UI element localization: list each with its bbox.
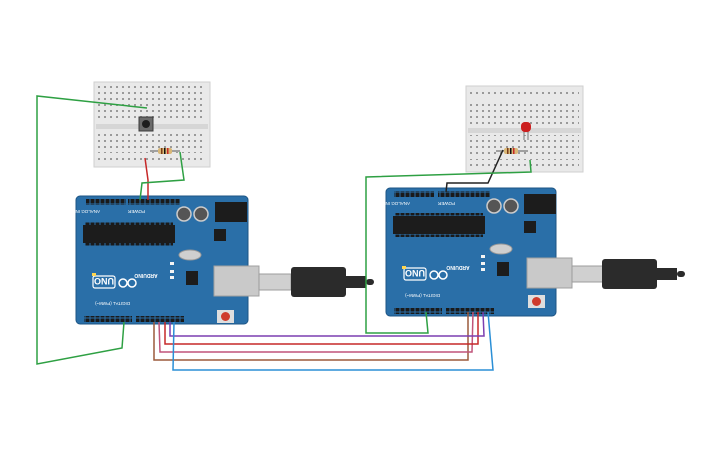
crystal <box>489 243 513 255</box>
chip-pins-bottom <box>85 243 173 246</box>
led-body <box>521 122 531 132</box>
power-label: POWER <box>437 201 455 206</box>
arduino-infinity-icon <box>429 270 448 280</box>
reset-button[interactable] <box>532 297 541 306</box>
resistor-right[interactable] <box>496 148 528 154</box>
digital-header-high <box>136 316 184 322</box>
rx-led <box>481 268 485 271</box>
l-led <box>481 255 485 258</box>
right-breadboard[interactable] <box>465 85 584 173</box>
analog-header <box>86 199 126 205</box>
rx-led <box>170 276 174 279</box>
usb-cable-left[interactable] <box>258 267 374 297</box>
power-header <box>438 191 490 197</box>
left-breadboard[interactable] <box>93 81 211 168</box>
resistor-left[interactable] <box>150 148 180 154</box>
power-jack <box>524 194 556 214</box>
resistor-band <box>510 148 512 154</box>
power-label: POWER <box>127 209 145 214</box>
power-jack <box>215 202 247 222</box>
breadboard-rail-top <box>470 90 579 98</box>
usb-port <box>526 257 573 289</box>
arduino-brand: ARDUINO <box>134 272 157 278</box>
atmega-chip <box>393 216 485 234</box>
voltage-regulator <box>524 221 536 233</box>
pushbutton[interactable] <box>138 116 154 132</box>
pushbutton-cap <box>142 120 150 128</box>
uno-logo: UNO <box>94 276 114 286</box>
capacitor <box>503 198 519 214</box>
usb-strain-relief <box>657 268 677 280</box>
chip-pins-top <box>85 222 173 225</box>
wires <box>36 95 532 371</box>
breadboard-holes-bottom <box>98 131 206 153</box>
tx-led <box>481 262 485 265</box>
analog-header <box>394 191 434 197</box>
digital-label: DIGITAL (PWM~) <box>95 301 130 306</box>
arduino-brand: ARDUINO <box>446 264 469 270</box>
resistor-band <box>167 148 169 154</box>
wire-green-button[interactable] <box>36 95 148 365</box>
arduino-uno-left[interactable]: ANALOG IN POWER UNO ARDUINO <box>75 195 260 325</box>
usb-cable-right[interactable] <box>571 259 685 289</box>
chip-pins-top <box>395 213 483 216</box>
capacitor <box>193 206 209 222</box>
wire-red[interactable] <box>164 312 479 345</box>
digital-header-low <box>394 308 442 314</box>
resistor-band <box>507 148 509 154</box>
usb-port <box>213 265 260 297</box>
usb-strain-relief <box>346 276 366 288</box>
crystal <box>178 249 202 261</box>
arduino-infinity-icon <box>118 278 137 288</box>
wire-blue[interactable] <box>172 311 494 371</box>
wire-red-5v[interactable] <box>144 157 149 200</box>
resistor-band <box>513 148 515 154</box>
l-led <box>170 262 174 265</box>
usb-plug-metal <box>571 265 605 283</box>
usb-plug-body <box>291 267 346 297</box>
usb-cable-end <box>677 271 685 277</box>
on-led <box>92 273 96 276</box>
digital-header-low <box>84 316 132 322</box>
wire-purple[interactable] <box>169 311 485 337</box>
usb-chip <box>186 271 198 285</box>
chip-pins-bottom <box>395 234 483 237</box>
digital-header-high <box>446 308 494 314</box>
resistor-band <box>164 148 166 154</box>
wire-pink[interactable] <box>158 311 474 353</box>
usb-plug-body <box>602 259 657 289</box>
breadboard-holes-top <box>470 102 579 126</box>
uno-logo: UNO <box>405 268 425 278</box>
wire-black-gnd[interactable] <box>445 149 504 193</box>
voltage-regulator <box>214 229 226 241</box>
usb-chip <box>497 262 509 276</box>
power-header <box>128 199 180 205</box>
resistor-band <box>161 148 163 154</box>
reset-button[interactable] <box>221 312 230 321</box>
wire-green-gnd[interactable] <box>139 151 185 201</box>
analog-label: ANALOG IN <box>75 209 100 214</box>
on-led <box>402 266 406 269</box>
analog-label: ANALOG IN <box>385 201 410 206</box>
uno-logo-box <box>403 267 427 281</box>
arduino-uno-right[interactable]: ANALOG IN POWER UNO ARDUINO DIGITAL (PWM… <box>385 187 573 317</box>
capacitor <box>176 206 192 222</box>
digital-label: DIGITAL (PWM~) <box>405 293 440 298</box>
breadboard-rail-bottom <box>98 155 206 163</box>
uno-logo-box <box>92 275 116 289</box>
led[interactable] <box>521 122 531 140</box>
breadboard-rail-bottom <box>470 159 579 167</box>
usb-cable-end <box>366 279 374 285</box>
wire-green-led[interactable] <box>365 159 532 334</box>
capacitor <box>486 198 502 214</box>
atmega-chip <box>83 225 175 243</box>
breadboard-rail-top <box>98 86 206 94</box>
tx-led <box>170 270 174 273</box>
usb-plug-metal <box>258 273 292 291</box>
